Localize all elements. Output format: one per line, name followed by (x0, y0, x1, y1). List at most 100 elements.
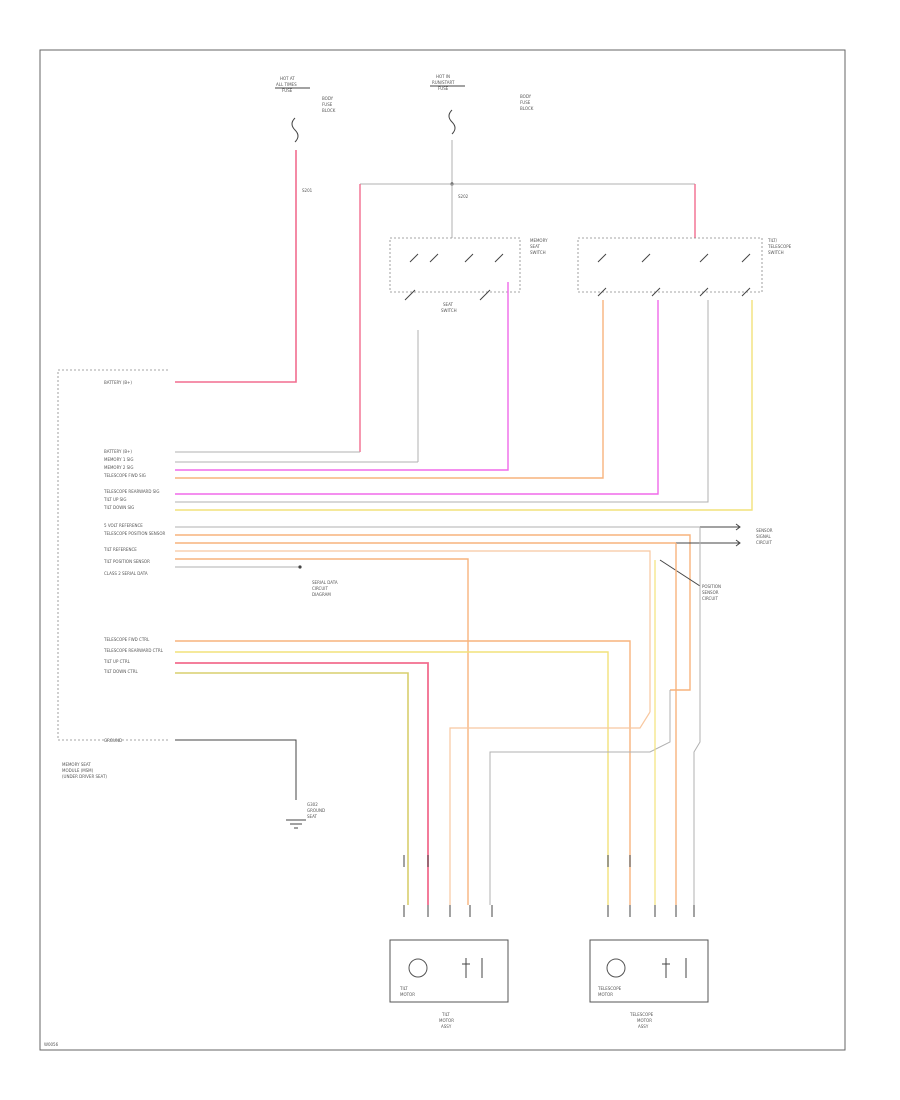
data-link-2: CIRCUIT (312, 586, 328, 591)
wire-tele-rear-sig (175, 300, 659, 495)
wire-tele-sensor-return (489, 690, 671, 905)
pin-label-5: TELESCOPE FWD SIG (103, 473, 146, 478)
module-name-2: MODULE (MSM) (62, 768, 94, 773)
tilt-telescope-switch: TILT/ TELESCOPE SWITCH (577, 237, 792, 297)
memory-switch-label-1: MEMORY (530, 238, 548, 243)
ground-note-2: GROUND (307, 808, 325, 813)
wire-tilt-down-ctrl (175, 672, 409, 905)
memory-switch-contact-1 (409, 253, 504, 263)
pin-label-15: TELESCOPE REARWARD CTRL (103, 648, 164, 653)
wire-tilt-sensor-return (449, 711, 651, 905)
tele-sensor-symbol (662, 958, 687, 978)
tele-motor-label-1: TELESCOPE (597, 986, 622, 991)
pin-label-1: BATTERY (B+) (104, 380, 132, 385)
fuse-b-label-1: HOT IN (436, 74, 450, 79)
wire-tele-reference-drop (175, 558, 469, 905)
position-sensor-2: SENSOR (702, 590, 719, 595)
tele-motor-box (589, 939, 709, 1003)
telescope-motor-assembly: TELESCOPE MOTOR TELESCOPE MOTOR ASSY (589, 939, 709, 1029)
memory-switch-contact-2 (404, 289, 491, 301)
fuse-b-note-2: FUSE (520, 100, 531, 105)
position-sensor-3: CIRCUIT (702, 596, 718, 601)
wire-tele-5v (693, 527, 701, 905)
serial-data-dot (298, 565, 302, 569)
seat-switch-label-2: SWITCH (441, 308, 457, 313)
module-name-1: MEMORY SEAT (62, 762, 91, 767)
module-pin-labels: BATTERY (B+) BATTERY (B+) MEMORY 1 SIG M… (103, 380, 165, 743)
pin-label-14: TELESCOPE FWD CTRL (103, 637, 150, 642)
fuse-a-element (291, 117, 299, 143)
position-sensor-pointer (659, 559, 701, 587)
pin-label-13: CLASS 2 SERIAL DATA (104, 571, 148, 576)
wire-tele-fwd-sig (175, 300, 604, 479)
module-outline (57, 369, 168, 741)
tilt-motor-label-1: TILT (399, 986, 408, 991)
pin-marks-tilt (403, 855, 493, 917)
wire-tilt-position (175, 550, 651, 712)
tele-assy-label-2: MOTOR (637, 1018, 652, 1023)
fuse-a: HOT AT ALL TIMES FUSE BODY FUSE BLOCK (275, 76, 336, 143)
tilt-assy-label-2: MOTOR (439, 1018, 454, 1023)
fuse-b-note-1: BODY (520, 94, 532, 99)
tilt-assy-label-3: ASSY (441, 1024, 452, 1029)
fuse-a-note-2: FUSE (322, 102, 333, 107)
module-name-3: (UNDER DRIVER SEAT) (62, 774, 107, 779)
splice-b-label: S202 (458, 194, 469, 199)
fuse-b-label-2: RUN/START (432, 80, 455, 85)
memory-switch-label-3: SWITCH (530, 250, 546, 255)
connector-arrow-2 (676, 539, 741, 547)
column-switch-label-2: TELESCOPE (767, 244, 792, 249)
tilt-motor-label-2: MOTOR (400, 992, 415, 997)
diagram-code: W0056 (44, 1042, 59, 1047)
diagram-frame (39, 49, 846, 1051)
pin-label-4: MEMORY 2 SIG (104, 465, 133, 470)
pin-label-10: TELESCOPE POSITION SENSOR (103, 531, 165, 536)
fuse-a-note-1: BODY (322, 96, 334, 101)
wire-ground (175, 739, 297, 800)
pin-label-7: TILT UP SIG (103, 497, 126, 502)
data-link-3: DIAGRAM (312, 592, 331, 597)
pin-label-8: TILT DOWN SIG (103, 505, 134, 510)
wire-tilt-down-sig (175, 300, 753, 511)
sensor-note-1: SENSOR (756, 528, 773, 533)
tilt-sensor-symbol (462, 958, 483, 978)
memory-switch-label-2: SEAT (530, 244, 540, 249)
tele-assy-label-1: TELESCOPE (629, 1012, 654, 1017)
wire-tele-position (175, 534, 691, 691)
connector-arrow-1 (700, 523, 741, 531)
pin-label-3: MEMORY 1 SIG (104, 457, 133, 462)
fuse-a-label-3: FUSE (282, 88, 293, 93)
tele-motor-symbol (606, 958, 626, 978)
ground-note-1: G302 (307, 802, 318, 807)
column-switch-outline (577, 237, 763, 293)
wire-tele-fwd-ctrl (175, 640, 631, 905)
tilt-assy-label-1: TILT (441, 1012, 450, 1017)
wire-memory-2 (175, 282, 509, 471)
module-name: MEMORY SEAT MODULE (MSM) (UNDER DRIVER S… (62, 762, 107, 779)
pin-label-9: 5 VOLT REFERENCE (104, 523, 143, 528)
wire-tilt-up-ctrl (175, 662, 429, 905)
pin-label-11: TILT REFERENCE (103, 547, 137, 552)
column-switch-label-1: TILT/ (767, 238, 778, 243)
pin-label-6: TELESCOPE REARWARD SIG (103, 489, 160, 494)
wire-tele-rear-ctrl (175, 651, 609, 905)
tilt-motor-symbol (408, 958, 428, 978)
tilt-motor-box (389, 939, 509, 1003)
ground-note-3: SEAT (307, 814, 317, 819)
pin-marks-tele (607, 855, 695, 917)
fuse-b-element (448, 109, 456, 135)
wire-battery-feed (175, 150, 297, 383)
memory-switch-outline (389, 237, 521, 293)
wire-tilt-up-sig (175, 300, 709, 503)
tele-motor-label-2: MOTOR (598, 992, 613, 997)
column-switch-contacts (597, 253, 751, 297)
position-sensor-1: POSITION (702, 584, 721, 589)
pin-label-16: TILT UP CTRL (103, 659, 131, 664)
pin-label-12: TILT POSITION SENSOR (103, 559, 150, 564)
fuse-b-note-3: BLOCK (520, 106, 534, 111)
pin-label-2: BATTERY (B+) (104, 449, 132, 454)
ground-symbol (286, 819, 306, 829)
tilt-motor-assembly: TILT MOTOR TILT MOTOR ASSY (389, 939, 509, 1029)
fuse-b-label-3: FUSE (438, 86, 449, 91)
